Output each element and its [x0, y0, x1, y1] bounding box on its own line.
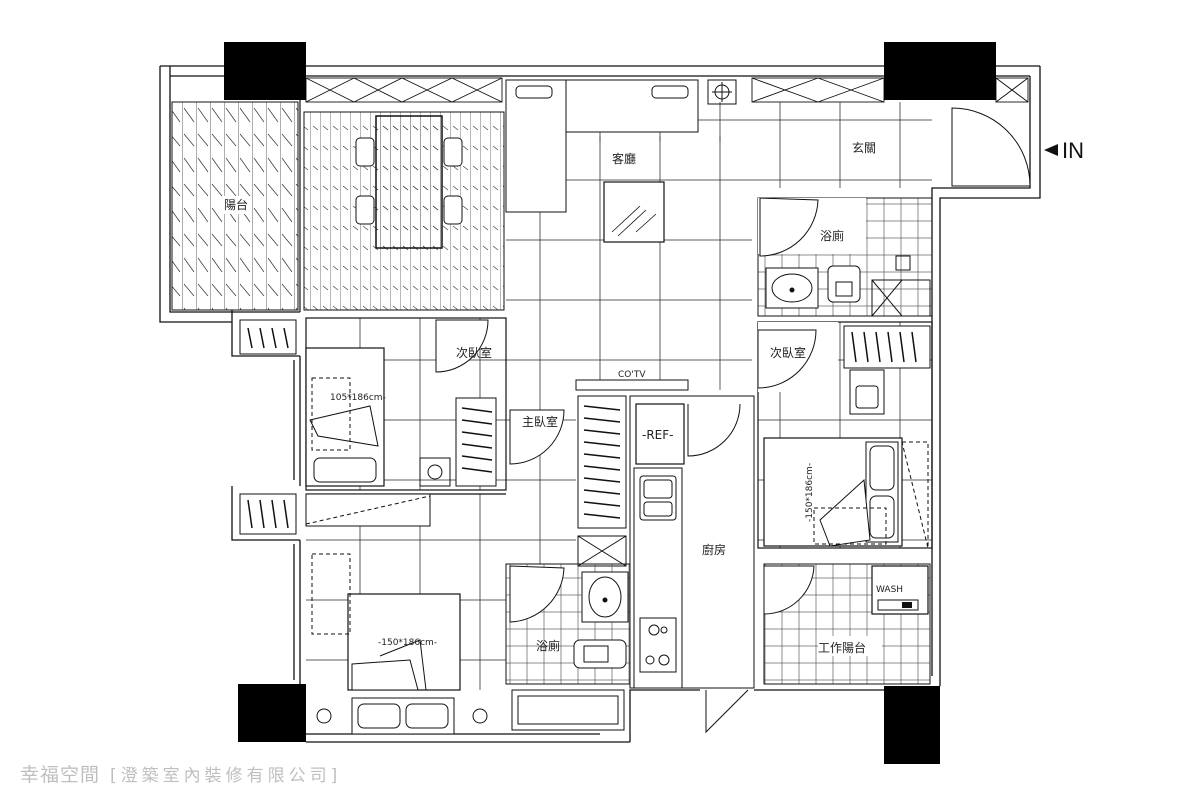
bed-size-label: -150*186cm- [805, 463, 815, 522]
tv-label: CO'TV [618, 370, 646, 380]
sink-icon [765, 267, 819, 309]
door-swing-icon [435, 319, 489, 373]
nightstand [316, 697, 488, 735]
washer-label: WASH [876, 585, 903, 595]
room-label-bedroom-right: 次臥室 [770, 345, 806, 360]
toilet-icon [827, 265, 861, 303]
column-block [224, 42, 996, 764]
desk [849, 369, 885, 415]
work-balcony: 工作陽台 WASH [763, 563, 931, 685]
entrance: 玄關 IN [752, 102, 1084, 188]
kitchen: -REF- 廚房 [629, 395, 755, 734]
sink-icon [581, 571, 629, 623]
shower-box [871, 255, 931, 317]
room-label-kitchen: 廚房 [702, 542, 726, 557]
fan-icon [707, 79, 737, 105]
door-swing-icon [759, 197, 819, 257]
bed-right [763, 437, 929, 549]
bed-master [311, 553, 461, 691]
watermark: 幸福空間 [澄築室內裝修有限公司] [20, 760, 341, 787]
room-label-balcony: 陽台 [224, 197, 248, 212]
entry-label: IN [1062, 138, 1084, 163]
room-label-bathroom-2: 浴廁 [536, 638, 560, 653]
watermark-brand: 幸福空間 [20, 764, 101, 786]
master-bedroom: 主臥室 -150*186cm- [305, 390, 576, 735]
watermark-company: [澄築室內裝修有限公司] [110, 766, 342, 786]
door-swing-icon [509, 409, 565, 465]
sofa [505, 79, 699, 213]
coffee-table [603, 181, 665, 243]
room-label-living-room: 客廳 [612, 151, 636, 166]
bedroom-right: 次臥室 -150*186cm- [757, 321, 933, 549]
fridge-label: -REF- [642, 428, 673, 442]
arrow-left-icon [1044, 144, 1058, 156]
bed-size-label: -150*186cm- [378, 638, 437, 648]
sink-icon [639, 475, 677, 521]
living-room: 客廳 [505, 79, 752, 390]
bathroom-1: 浴廁 [757, 197, 933, 317]
room-label-entrance: 玄關 [852, 140, 876, 155]
bedroom-left: 105*186cm- 次臥室 [239, 317, 507, 535]
dining-area [303, 111, 505, 311]
wardrobe-icon [843, 325, 931, 369]
washer [871, 565, 929, 615]
toilet-icon [573, 639, 627, 669]
room-label-bedroom-left: 次臥室 [456, 345, 492, 360]
door-swing-icon [687, 403, 741, 457]
bed-single [305, 347, 385, 487]
door-swing-icon [509, 565, 565, 623]
fan-icon [419, 457, 451, 487]
door-swing-icon [757, 329, 817, 389]
room-label-master-bedroom: 主臥室 [522, 414, 558, 429]
room-label-work-balcony: 工作陽台 [818, 640, 866, 655]
room-label-bathroom-1: 浴廁 [820, 228, 844, 243]
hanger-lines [247, 327, 493, 529]
balcony: 陽台 [171, 100, 301, 312]
stove-icon [639, 617, 677, 673]
tv-wall: CO'TV [575, 370, 689, 567]
bathroom-2: 浴廁 [505, 563, 631, 731]
bed-size-label: 105*186cm- [330, 393, 386, 403]
dining-chair [355, 137, 463, 225]
door-swing-icon [951, 107, 1031, 187]
door-swing-icon [705, 689, 749, 734]
door-swing-icon [763, 565, 815, 615]
